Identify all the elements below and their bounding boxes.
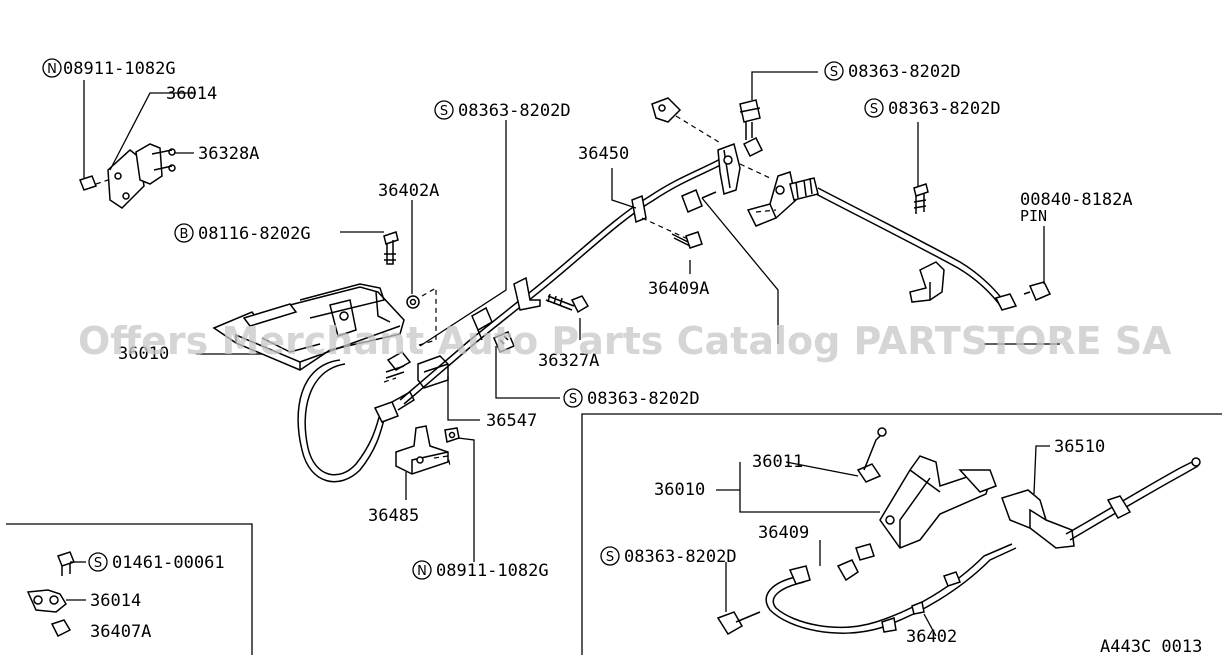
label-08363-8202d-a: S 08363-8202D — [434, 100, 571, 121]
label-01461-00061: S 01461-00061 — [88, 552, 225, 573]
bolt-36327a — [545, 293, 590, 314]
svg-text:N: N — [47, 62, 57, 77]
label-36011: 36011 — [752, 452, 803, 472]
parking-brake-lever-assembly — [212, 283, 405, 371]
label-08911-1082g-bottom: N 08911-1082G — [412, 560, 549, 581]
label-08363-8202d-c: S 08363-8202D — [864, 98, 1001, 119]
svg-text:S: S — [440, 104, 448, 119]
rear-right-cable — [815, 183, 1052, 311]
circled-b-badge — [174, 223, 194, 243]
circled-s-badge — [864, 98, 884, 118]
cable-guide-bracket-group — [79, 143, 176, 209]
label-36485: 36485 — [368, 506, 419, 526]
svg-text:S: S — [870, 102, 878, 117]
label-36510: 36510 — [1054, 437, 1105, 457]
circled-s-badge — [563, 388, 583, 408]
svg-text:N: N — [417, 564, 427, 579]
svg-text:08911-1082G: 08911-1082G — [63, 59, 176, 79]
label-36014-top: 36014 — [166, 84, 217, 104]
inset-left-parts — [26, 551, 75, 638]
circled-s-badge — [434, 100, 454, 120]
label-00840-8182a: 00840-8182A — [1020, 190, 1133, 210]
svg-text:08363-8202D: 08363-8202D — [587, 389, 700, 409]
circled-s-badge — [88, 552, 108, 572]
label-36327a: 36327A — [538, 351, 599, 371]
label-36010-main: 36010 — [118, 344, 169, 364]
circled-n-badge — [412, 560, 432, 580]
leader-lines — [66, 71, 1060, 637]
circled-s-badge — [824, 61, 844, 81]
svg-text:08363-8202D: 08363-8202D — [624, 547, 737, 567]
label-36328a: 36328A — [198, 144, 259, 164]
svg-text:S: S — [606, 550, 614, 565]
watermark-text: Offers Merchant Auto Parts Catalog PARTS… — [78, 319, 1172, 363]
inset-right-cable-36402 — [716, 543, 1017, 636]
svg-text:S: S — [569, 392, 577, 407]
label-36409a: 36409A — [648, 279, 709, 299]
label-08363-8202d-d: S 08363-8202D — [563, 388, 700, 409]
svg-text:S: S — [830, 65, 838, 80]
svg-text:08363-8202D: 08363-8202D — [458, 101, 571, 121]
label-36010-inset: 36010 — [654, 480, 705, 500]
label-08363-8202d-b: S 08363-8202D — [824, 61, 961, 82]
svg-text:B: B — [180, 227, 189, 242]
cable-equalizer-assembly — [651, 97, 819, 227]
label-08363-8202d-e: S 08363-8202D — [600, 546, 737, 567]
svg-text:08911-1082G: 08911-1082G — [436, 561, 549, 581]
label-36402a: 36402A — [378, 181, 439, 201]
svg-text:08363-8202D: 08363-8202D — [888, 99, 1001, 119]
lever-fasteners — [383, 231, 437, 383]
label-08911-1082g-top: N 08911-1082G — [42, 58, 176, 79]
svg-text:08116-8202G: 08116-8202G — [198, 224, 311, 244]
label-36014-inset: 36014 — [90, 591, 141, 611]
label-36547: 36547 — [486, 411, 537, 431]
inset-right-handle-36510 — [1001, 457, 1201, 549]
inset-frames — [6, 413, 1222, 655]
label-pin-1: PIN — [1020, 207, 1047, 225]
svg-text:08363-8202D: 08363-8202D — [848, 62, 961, 82]
reference-code: A443C 0013 — [1100, 637, 1202, 657]
inset-right-lever-assembly — [856, 427, 997, 549]
front-cable-36450 — [399, 157, 727, 405]
label-36409: 36409 — [758, 523, 809, 543]
svg-text:01461-00061: 01461-00061 — [112, 553, 225, 573]
label-36450: 36450 — [578, 144, 629, 164]
label-36402: 36402 — [906, 627, 957, 647]
circled-s-badge — [600, 546, 620, 566]
rear-cable-loop — [297, 359, 415, 483]
label-36407a: 36407A — [90, 622, 151, 642]
cable-brackets — [395, 355, 460, 475]
circled-n-badge — [42, 58, 62, 78]
svg-text:S: S — [94, 556, 102, 571]
label-08116-8202g: B 08116-8202G — [174, 223, 311, 244]
bolt-36409a — [671, 231, 703, 249]
